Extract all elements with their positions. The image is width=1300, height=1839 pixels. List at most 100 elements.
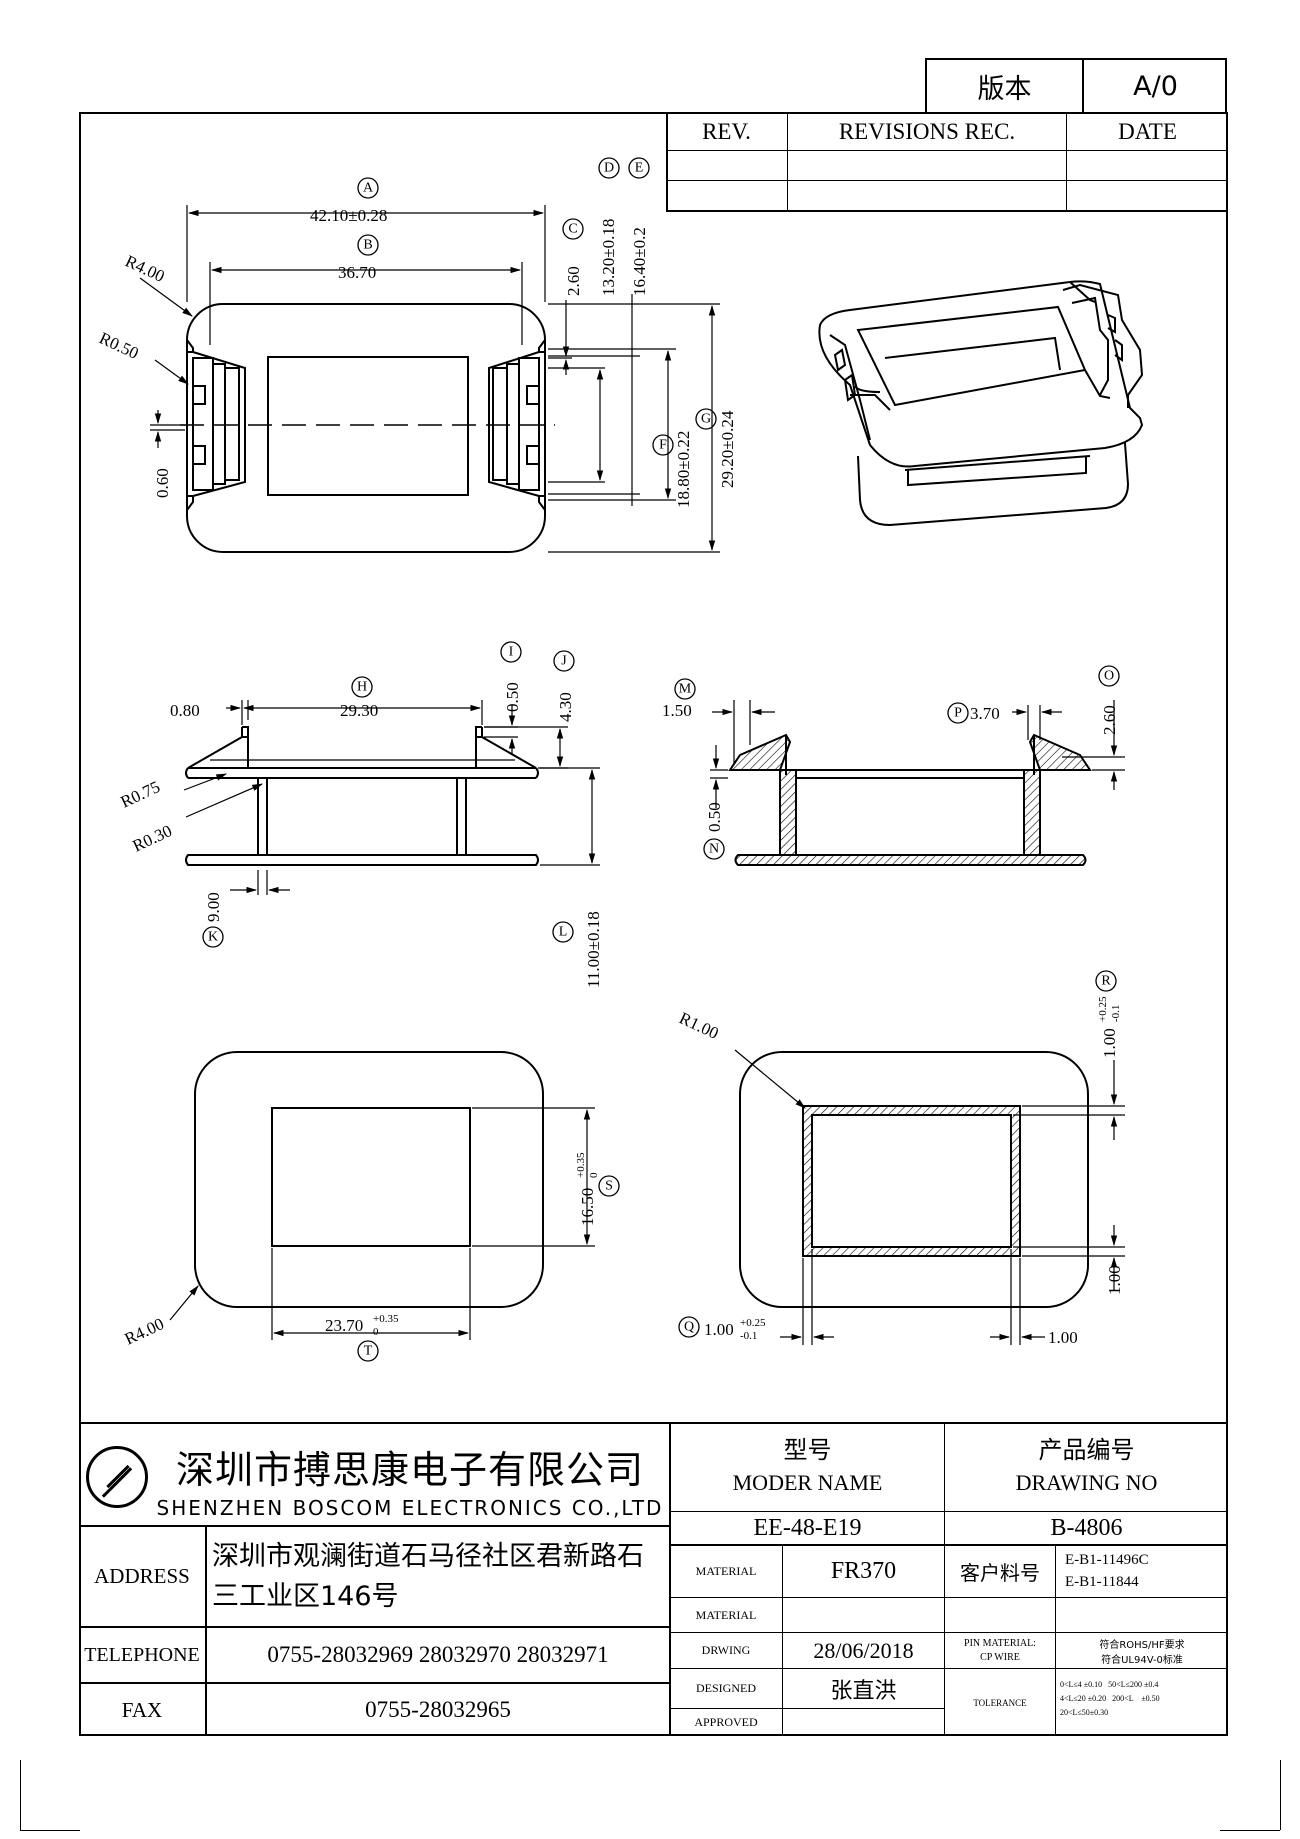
rev-col-line-2 xyxy=(1066,112,1067,212)
dim-j: 4.30 xyxy=(556,692,575,722)
tolerance-line-3: 20<L≤50±0.30 xyxy=(1060,1708,1109,1717)
balloon-s: S xyxy=(605,1179,613,1194)
tb-vline-main xyxy=(669,1422,671,1736)
designed-label: DESIGNED xyxy=(696,1681,756,1695)
dim-r400-top: R4.00 xyxy=(122,251,167,286)
balloon-m: M xyxy=(679,682,692,697)
material2-value xyxy=(783,1598,944,1632)
dim-r100: R1.00 xyxy=(676,1008,721,1043)
address-label: ADDRESS xyxy=(94,1564,190,1588)
version-value: A/0 xyxy=(1133,70,1178,102)
tb-right-row-1 xyxy=(670,1511,1228,1512)
dim-r030: R0.30 xyxy=(130,821,175,856)
tb-grid-r4 xyxy=(670,1708,944,1709)
drawing-label-en: DRAWING NO xyxy=(1015,1470,1158,1495)
dim-h: 29.30 xyxy=(340,701,378,720)
dim-q: 1.00 +0.25 -0.1 xyxy=(704,1317,766,1342)
material-label: MATERIAL xyxy=(695,1564,757,1578)
dim-r075: R0.75 xyxy=(118,777,163,812)
balloon-q: Q xyxy=(684,1320,694,1335)
company-name-cn: 深圳市搏思康电子有限公司 xyxy=(175,1447,644,1492)
telephone-label: TELEPHONE xyxy=(84,1643,200,1666)
tolerance-line-2: 4<L≤20 ±0.20 200<L ±0.50 xyxy=(1060,1694,1160,1703)
dim-l: 11.00±0.18 xyxy=(584,911,603,988)
tolerance-label: TOLERANCE xyxy=(973,1697,1027,1708)
balloon-k: K xyxy=(208,930,218,945)
bottom-view-dimensions xyxy=(169,1107,595,1340)
pin-material-label-2: CP WIRE xyxy=(980,1651,1020,1663)
dim-q-base: 1.00 xyxy=(704,1320,734,1339)
model-value: EE-48-E19 xyxy=(753,1514,862,1541)
crop-mark-left-h xyxy=(20,1830,80,1831)
company-name-en: SHENZHEN BOSCOM ELECTRONICS CO.,LTD xyxy=(156,1496,664,1520)
dim-r-base: 1.00 xyxy=(1100,1028,1119,1058)
dim-r-tol-up: +0.25 xyxy=(1097,996,1109,1022)
rev-header: REV. xyxy=(702,119,751,144)
tb-grid-c1 xyxy=(782,1546,783,1736)
dim-080: 0.80 xyxy=(170,701,200,720)
tb-row-address-top xyxy=(79,1525,670,1527)
balloon-n: N xyxy=(709,842,719,857)
drawing-value: B-4806 xyxy=(1050,1514,1123,1541)
crop-mark-left-v xyxy=(20,1760,21,1830)
dim-t-tol-up: +0.35 xyxy=(373,1313,399,1325)
section-view xyxy=(728,733,1092,866)
dim-r400-bottom: R4.00 xyxy=(122,1314,167,1349)
rev-rec-header: REVISIONS REC. xyxy=(838,119,1016,144)
version-label: 版本 xyxy=(977,73,1032,105)
tb-right-row-2 xyxy=(670,1544,1228,1546)
rev-date-header: DATE xyxy=(1118,119,1177,144)
top-view-dimensions xyxy=(139,205,720,553)
rev-row-line-2 xyxy=(666,180,1228,181)
drawing-label-cn: 产品编号 xyxy=(1038,1435,1135,1464)
address-value: 深圳市观澜街道石马径社区君新路石三工业区146号 xyxy=(212,1541,644,1612)
tb-vline-model xyxy=(944,1422,945,1736)
dim-100-lower: 1.00 xyxy=(1105,1265,1124,1295)
bottom-section-dimensions xyxy=(734,1049,1125,1345)
version-box xyxy=(925,58,1227,113)
crop-mark-right-v xyxy=(1280,1760,1281,1830)
model-label-en: MODER NAME xyxy=(732,1470,883,1495)
drwing-value: 28/06/2018 xyxy=(813,1637,914,1663)
dim-t-tol-dn: 0 xyxy=(373,1326,379,1338)
dim-b: 36.70 xyxy=(338,263,376,282)
pin-value-2: 符合UL94V-0标准 xyxy=(1101,1655,1183,1666)
customer-value-1: E-B1-11496C xyxy=(1065,1552,1149,1568)
drawing-frame xyxy=(79,112,1228,1736)
dim-a: 42.10±0.28 xyxy=(310,206,387,225)
balloon-e: E xyxy=(635,161,644,176)
tb-grid-r1 xyxy=(670,1597,1228,1598)
pin-value-1: 符合ROHS/HF要求 xyxy=(1099,1640,1185,1651)
dim-o: 2.60 xyxy=(1100,705,1119,735)
balloon-p: P xyxy=(954,706,962,721)
tolerance-line-1: 0<L≤4 ±0.10 50<L≤200 ±0.4 xyxy=(1060,1680,1159,1689)
balloon-g: G xyxy=(701,412,711,427)
customer-value-2: E-B1-11844 xyxy=(1065,1574,1139,1590)
tb-left-col xyxy=(205,1525,207,1736)
revisions-table xyxy=(666,112,1228,212)
balloon-h: H xyxy=(357,680,367,695)
balloon-t: T xyxy=(364,1344,373,1359)
drwing-label: DRWING xyxy=(701,1643,751,1657)
dim-n: 0.50 xyxy=(705,802,724,832)
dim-t-base: 23.70 xyxy=(325,1316,363,1335)
dim-c: 2.60 xyxy=(564,266,583,296)
dim-q-tol-up: +0.25 xyxy=(740,1317,766,1329)
dim-t: 23.70 +0.35 0 xyxy=(325,1313,399,1338)
balloon-b: B xyxy=(363,238,372,253)
dim-m: 1.50 xyxy=(662,701,692,720)
bottom-section-view xyxy=(739,1051,1089,1308)
dim-060: 0.60 xyxy=(153,468,172,498)
balloon-c: C xyxy=(568,222,577,237)
company-logo xyxy=(86,1446,148,1508)
material-value: FR370 xyxy=(830,1558,897,1584)
top-view xyxy=(180,303,555,553)
dim-f: 18.80±0.22 xyxy=(674,431,693,508)
dim-r-tol-dn: -0.1 xyxy=(1110,1005,1122,1022)
approved-value xyxy=(783,1709,944,1736)
balloon-o: O xyxy=(1104,669,1114,684)
balloon-circles xyxy=(202,157,1120,1362)
version-box-divider xyxy=(1082,58,1084,113)
dim-s-tol-dn: 0 xyxy=(588,1172,600,1178)
crop-mark-right-h xyxy=(1220,1830,1280,1831)
